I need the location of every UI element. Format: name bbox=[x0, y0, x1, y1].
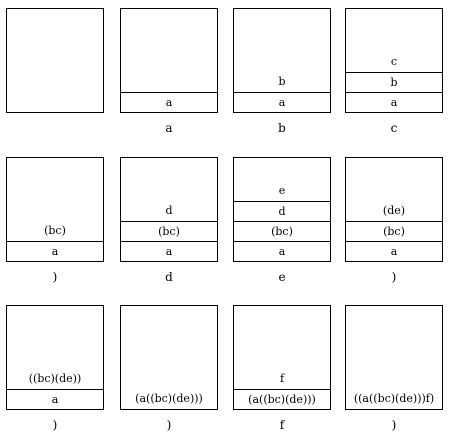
stack-top-label: f bbox=[279, 371, 285, 385]
stack-cell: a bbox=[346, 92, 442, 112]
stack-top-label: c bbox=[390, 54, 398, 68]
stack-panel: a ((bc)(de)) bbox=[6, 305, 104, 410]
stack-panel: (a((bc)(de))) f bbox=[233, 305, 331, 410]
stack-cell: a bbox=[234, 92, 330, 112]
stack-cell: a bbox=[121, 241, 217, 261]
step-caption: b bbox=[278, 121, 286, 135]
stack-cell: (bc) bbox=[346, 221, 442, 241]
stack-cell: a bbox=[7, 389, 103, 409]
stack-panel: ((a((bc)(de)))f) bbox=[345, 305, 443, 410]
step-caption: d bbox=[165, 270, 173, 284]
stack-cell: a bbox=[7, 241, 103, 261]
stack-top-label: b bbox=[278, 74, 286, 88]
stack-cell: (a((bc)(de))) bbox=[234, 389, 330, 409]
stack-panel bbox=[6, 8, 104, 113]
stack-panel: a bbox=[120, 8, 218, 113]
stack-cell: (bc) bbox=[121, 221, 217, 241]
step-caption: ) bbox=[52, 270, 58, 284]
step-caption: ) bbox=[391, 270, 397, 284]
stack-top-label: (bc) bbox=[44, 223, 66, 237]
stack-panel: a(bc) d bbox=[120, 157, 218, 262]
stack-panel: (a((bc)(de))) bbox=[120, 305, 218, 410]
stack-cell: b bbox=[346, 72, 442, 92]
stack-top-label: (a((bc)(de))) bbox=[135, 391, 203, 405]
stack-top-label: e bbox=[278, 183, 286, 197]
step-caption: c bbox=[390, 121, 398, 135]
stack-top-label: d bbox=[165, 203, 173, 217]
stack-panel: a (bc) bbox=[6, 157, 104, 262]
step-caption: f bbox=[279, 418, 285, 432]
stack-cell: (bc) bbox=[234, 221, 330, 241]
stack-cell: a bbox=[234, 241, 330, 261]
step-caption: ) bbox=[166, 418, 172, 432]
stack-panel: a(bc) (de) bbox=[345, 157, 443, 262]
step-caption: ) bbox=[52, 418, 58, 432]
step-caption: a bbox=[165, 121, 173, 135]
stack-cell: a bbox=[346, 241, 442, 261]
stack-top-label: (de) bbox=[382, 203, 406, 217]
stack-cell: d bbox=[234, 201, 330, 221]
step-caption: e bbox=[278, 270, 286, 284]
stack-cell: a bbox=[121, 92, 217, 112]
stack-top-label: ((bc)(de)) bbox=[28, 371, 82, 385]
step-caption: ) bbox=[391, 418, 397, 432]
stack-top-label: ((a((bc)(de)))f) bbox=[353, 391, 435, 405]
